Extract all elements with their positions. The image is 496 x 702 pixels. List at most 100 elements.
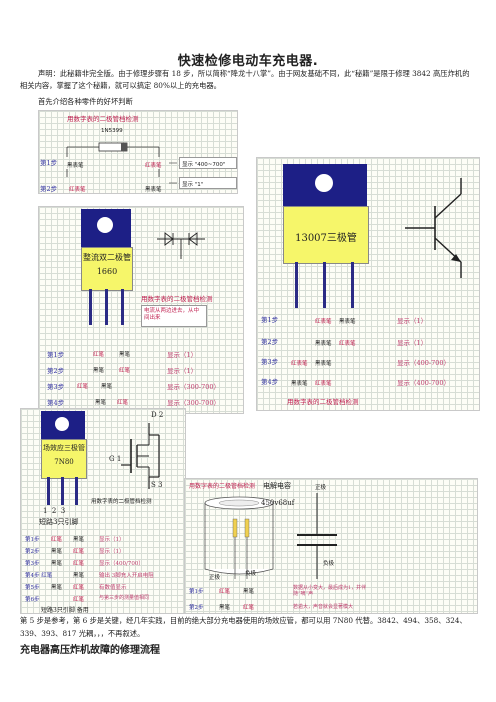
fig5-row2-step: 第2步	[189, 605, 204, 611]
fig1-header: 用数字表的二极管档检测	[67, 115, 139, 123]
fig4-mosfet-symbol	[121, 423, 160, 489]
fig2-row1-step: 第1步	[47, 351, 65, 359]
fig2-row3-b: 黑笔	[101, 384, 113, 390]
fig3-pin-1	[295, 262, 298, 308]
fig1-result-1: 显示 "400~700"	[182, 162, 226, 168]
fig4-pin-numbers: 1 2 3	[43, 507, 66, 515]
figure-capacitor-test: 用数字表的二极管档检测 电解电容 正极 450v68uf 负极 正极 负极 第1…	[184, 478, 478, 614]
fig5-cap-value: 450v68uf	[261, 499, 295, 507]
fig1-part-label: 1N5399	[101, 128, 123, 134]
fig5-neg-label: 负极	[323, 561, 335, 567]
fig4-row1-b: 黑笔	[73, 537, 85, 543]
fig4-row4-step: 第4步 红笔	[25, 573, 53, 579]
fig3-row4-a: 黑表笔	[291, 381, 308, 387]
fig2-part-no: 1660	[96, 267, 118, 276]
fig4-method: 用数字表的二极管档检测	[91, 499, 152, 505]
fig1-step1: 第1步	[40, 159, 58, 167]
document-title: 快速检修电动车充电器.	[177, 54, 319, 69]
fig2-row1-b: 黑笔	[119, 352, 131, 358]
fig2-row1-a: 红笔	[93, 352, 105, 358]
fig3-row3-a: 红表笔	[291, 361, 308, 367]
fig5-capacitor-drawing	[204, 493, 337, 579]
fig4-part-name: 场效应三极管	[43, 444, 85, 452]
fig2-row4-res: 显示（300-700）	[167, 399, 221, 407]
fig5-pos-lead: 正极	[209, 575, 221, 581]
fig2-package: 整流双二极管 1660	[81, 247, 133, 291]
fig2-row2-step: 第2步	[47, 367, 65, 375]
fig3-row2-step: 第2步	[261, 338, 279, 346]
fig4-row5-step: 第5步	[25, 585, 40, 591]
fig4-row4-b: 黑笔	[73, 573, 85, 579]
fig3-package: 13007三极管	[283, 206, 369, 264]
fig4-row2-res: 显示（1）	[99, 549, 125, 555]
fig5-header: 用数字表的二极管档检测	[189, 483, 256, 490]
fig4-part-no: 7N80	[54, 458, 74, 466]
fig2-row4-a: 黑笔	[95, 400, 107, 406]
fig3-row4-b: 红表笔	[315, 381, 332, 387]
fig2-pin-2	[105, 289, 108, 325]
fig2-note: 电流从两边进去，从中间出来	[144, 308, 200, 321]
fig1-probe-black-2: 黑表笔	[145, 187, 162, 193]
fig1-result-box-1: 显示 "400~700"	[179, 157, 237, 169]
fig2-row3-step: 第3步	[47, 383, 65, 391]
fig3-row1-b: 黑表笔	[339, 319, 356, 325]
fig2-row2-a: 黑笔	[93, 368, 105, 374]
fig4-row3-step: 第3步	[25, 561, 40, 567]
fig3-part-name: 13007三极管	[295, 233, 357, 244]
fig4-pin-caption: 短路3只引脚	[39, 518, 79, 526]
fig1-step2: 第2步	[40, 185, 58, 193]
fig5-row1-b: 黑笔	[243, 589, 255, 595]
fig1-diagram	[66, 142, 177, 184]
fig2-pin-1	[89, 289, 92, 325]
fig4-bottom-caption: 短路3只引脚 备用	[41, 607, 89, 614]
intro-paragraph: 声明：此秘籍非完全版。由于修理步骤有 18 步，所以简称“降龙十八掌”。由于网友…	[20, 69, 470, 90]
fig2-row4-b: 红笔	[117, 400, 129, 406]
fig3-pin-3	[351, 262, 354, 308]
fig4-pin-d: D 2	[151, 411, 164, 419]
fig5-row1-a: 红笔	[219, 589, 231, 595]
fig3-row3-b: 黑表笔	[315, 361, 332, 367]
fig3-row4-step: 第4步	[261, 378, 279, 386]
fig1-probe-red-2: 红表笔	[69, 187, 86, 193]
fig2-pin-3	[121, 289, 124, 325]
fig4-row3-b: 红笔	[73, 561, 85, 567]
fig1-probe-black-1: 黑表笔	[67, 163, 84, 169]
fig3-row2-a: 黑表笔	[315, 341, 332, 347]
fig5-row2-res: 若逾大，声音就会显著模大	[293, 604, 354, 610]
fig4-pin-g: G 1	[109, 455, 122, 463]
fig5-pos-label: 正极	[315, 485, 327, 491]
fig4-row6-b: 红笔	[73, 597, 85, 603]
fig4-row6-step: 第6步	[25, 597, 40, 603]
note-paragraph: 第 5 步是参考，第 6 步是关键，经几年实践，目前的绝大部分充电器使用的场效应…	[20, 616, 467, 638]
fig4-pin-1	[47, 477, 50, 505]
fig2-row2-res: 显示（1）	[167, 367, 198, 375]
fig4-package: 场效应三极管 7N80	[41, 439, 87, 479]
fig4-row1-step: 第1步	[25, 537, 40, 543]
fig4-row5-b: 红笔	[73, 585, 85, 591]
fig4-row4-res: 输出 3脚充入开启电阻	[99, 573, 154, 579]
fig3-row2-res: 显示（1）	[397, 339, 428, 347]
figure-transistor-test: 13007三极管 第1步 红表笔 黑表笔 显示（1） 第2步 黑表笔 红表笔 显…	[256, 157, 480, 411]
fig5-row1-res: 数据从小变大，最后成为1，并伴随“嘀”声	[293, 585, 367, 597]
section-heading: 充电器高压炸机故障的修理流程	[20, 645, 160, 656]
fig2-row3-res: 显示（300-700）	[167, 383, 221, 391]
fig2-row3-a: 红笔	[77, 384, 89, 390]
fig3-row3-res: 显示（400-700）	[397, 359, 451, 367]
fig2-row2-b: 红笔	[119, 368, 131, 374]
fig4-row2-b: 红笔	[73, 549, 85, 555]
fig4-heatsink-tab	[41, 411, 85, 439]
fig2-note-box: 电流从两边进去，从中间出来	[141, 305, 207, 327]
fig4-row5-res: 有数值显示	[99, 585, 127, 591]
fig2-row1-res: 显示（1）	[167, 351, 198, 359]
fig4-row5-a: 黑笔	[51, 585, 63, 591]
fig3-row1-step: 第1步	[261, 316, 279, 324]
fig4-pin-2	[61, 477, 64, 505]
fig3-heatsink-tab	[283, 164, 367, 206]
fig5-cap-title: 电解电容	[263, 482, 291, 490]
intro-subline: 首先介绍各种零件的好坏判断	[38, 97, 133, 106]
fig2-part-name: 整流双二极管	[83, 253, 131, 262]
fig3-pin-2	[323, 262, 326, 308]
fig2-method: 用数字表的二极管档检测	[141, 295, 213, 303]
fig2-symbol	[157, 232, 205, 259]
fig2-row4-step: 第4步	[47, 399, 65, 407]
